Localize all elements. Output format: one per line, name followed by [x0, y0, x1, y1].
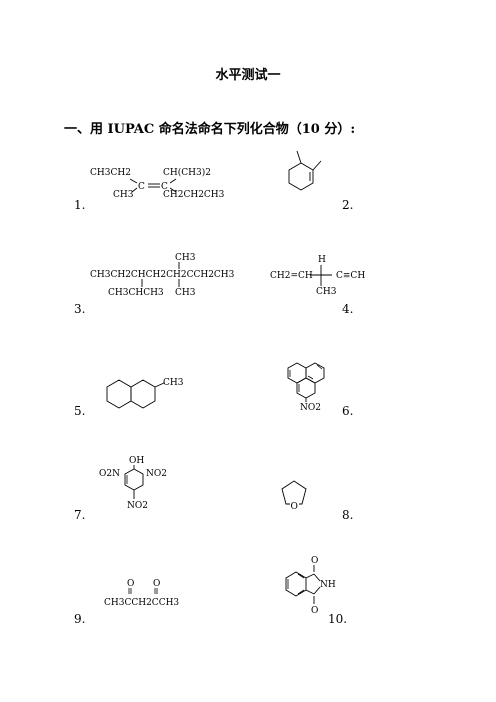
item-number-7: 7.	[74, 508, 86, 522]
page-title: 水平测试一	[215, 68, 281, 83]
compound-9-oxygen-2: O	[153, 579, 160, 589]
compound-3-structure: CH3 CH3CH2CHCH2CH2CCH2CH3 CH3CHCH3 CH3	[90, 253, 235, 298]
compound-4-structure: H CH2=CH C≡CH CH3	[270, 255, 365, 297]
item-number-8: 8.	[342, 508, 354, 522]
compound-4-group-bottom: CH3	[316, 287, 337, 297]
item-number-6: 6.	[342, 404, 354, 418]
compound-10-oxygen-bottom: O	[311, 606, 318, 616]
section-heading: 一、用 IUPAC 命名法命名下列化合物（10 分）:	[64, 122, 356, 137]
compound-9-structure: O O CH3CCH2CCH3	[104, 579, 179, 608]
compound-7-hydroxyl: OH	[129, 456, 144, 466]
compound-6-structure: NO2	[287, 362, 325, 413]
compound-7-nitro-right: NO2	[146, 469, 167, 479]
compound-7-nitro-left: O2N	[99, 469, 120, 479]
compound-9-oxygen-1: O	[127, 579, 134, 589]
item-number-9: 9.	[74, 612, 86, 626]
compound-9-formula: CH3CCH2CCH3	[104, 598, 179, 608]
compound-4-group-h: H	[318, 255, 326, 265]
item-number-5: 5.	[74, 404, 86, 418]
compound-1-group-bl: CH3	[113, 190, 134, 200]
compound-5-methyl: CH3	[163, 378, 184, 388]
compound-10-structure: O NH O	[285, 556, 336, 616]
compound-1-group-tr: CH(CH3)2	[163, 167, 211, 178]
compound-3-group-bottom-left: CH3CHCH3	[108, 288, 164, 298]
compound-8-structure: O	[281, 480, 307, 512]
svg-text:C: C	[161, 182, 168, 192]
compound-2-structure	[288, 150, 322, 191]
compound-4-group-left: CH2=CH	[270, 271, 313, 281]
compound-1-structure: CH3CH2 CH(CH3)2 CH3 CH2CH2CH3 C C	[90, 167, 225, 200]
compound-1-group-br: CH2CH2CH3	[163, 190, 225, 200]
item-number-10: 10.	[328, 612, 348, 626]
compound-3-main-chain: CH3CH2CHCH2CH2CCH2CH3	[90, 270, 235, 280]
compound-5-structure: CH3	[106, 378, 184, 409]
item-number-1: 1.	[74, 198, 86, 212]
compound-6-nitro: NO2	[300, 403, 321, 413]
compound-10-oxygen-top: O	[311, 556, 318, 566]
item-number-2: 2.	[342, 198, 354, 212]
item-number-4: 4.	[342, 302, 354, 316]
compound-10-nitrogen: NH	[320, 580, 336, 590]
compound-1-group-tl: CH3CH2	[90, 168, 131, 178]
compound-8-oxygen: O	[291, 502, 298, 512]
compound-4-group-right: C≡CH	[336, 271, 365, 281]
compound-7-structure: OH O2N NO2 NO2	[99, 456, 167, 511]
compound-7-nitro-bottom: NO2	[127, 501, 148, 511]
compound-3-group-bottom-right: CH3	[175, 288, 196, 298]
item-number-3: 3.	[74, 302, 86, 316]
svg-text:C: C	[138, 182, 145, 192]
compound-3-group-top: CH3	[175, 253, 196, 263]
